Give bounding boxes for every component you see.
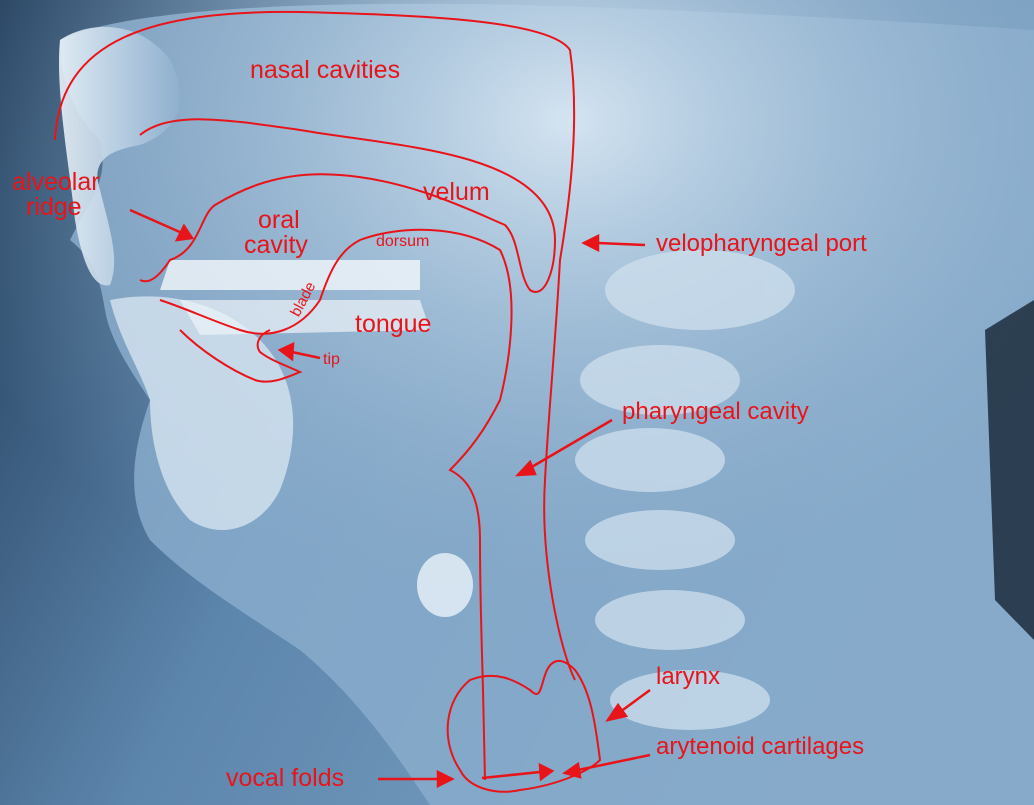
- label-vocal-folds: vocal folds: [226, 766, 344, 791]
- upper-teeth: [160, 260, 420, 290]
- hyoid-bone: [417, 553, 473, 617]
- label-nasal-cavities: nasal cavities: [250, 58, 400, 83]
- label-tip: tip: [323, 352, 340, 368]
- label-velopharyngeal-port: velopharyngeal port: [656, 232, 867, 256]
- label-oral-cavity-line2: cavity: [244, 233, 308, 258]
- label-arytenoid-cartilages: arytenoid cartilages: [656, 735, 864, 759]
- label-dorsum: dorsum: [376, 234, 429, 250]
- label-larynx: larynx: [656, 665, 720, 689]
- label-alveolar-ridge-line1: alveolar: [12, 170, 100, 195]
- label-velum: velum: [423, 180, 490, 205]
- label-oral-cavity-line1: oral: [258, 208, 300, 233]
- label-alveolar-ridge-line2: ridge: [26, 195, 82, 220]
- label-pharyngeal-cavity: pharyngeal cavity: [622, 400, 809, 424]
- label-tongue: tongue: [355, 312, 431, 337]
